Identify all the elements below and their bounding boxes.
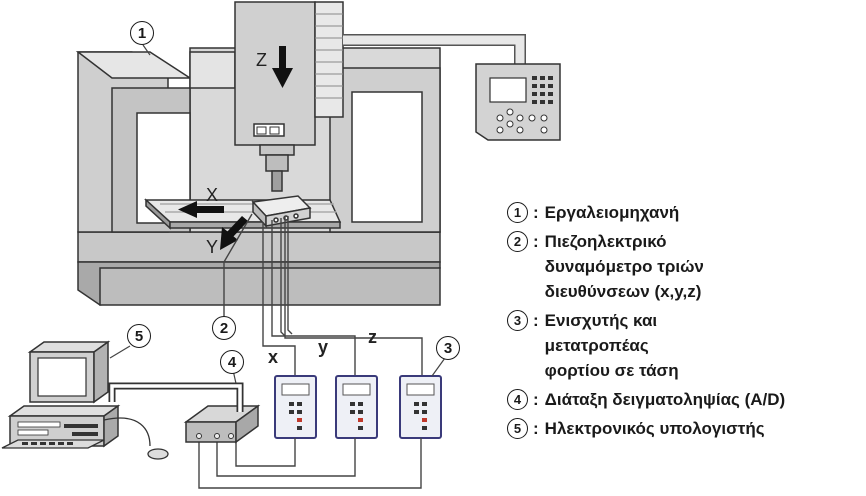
legend-number: 3 [507,310,528,331]
legend-number: 4 [507,389,528,410]
ad-sampling-unit [183,404,261,444]
callout-5: 5 [127,324,151,348]
legend-colon: : [533,419,539,438]
legend-item: 3 : Ενισχυτής και μετατροπέας φορτίου σε… [507,308,866,383]
callout-3: 3 [436,336,460,360]
x-axis-arrow [178,201,224,218]
legend-number: 2 [507,231,528,252]
y-axis-label: Y [206,237,218,257]
legend-text: Ηλεκτρονικός υπολογιστής [544,419,765,438]
legend-item: 4 : Διάταξη δειγματοληψίας (A/D) [507,387,866,412]
x-axis-label: X [206,185,218,205]
legend-number: 1 [507,202,528,223]
legend-text: Ενισχυτής και μετατροπέας φορτίου σε τάσ… [544,311,679,380]
callout-4: 4 [220,350,244,374]
legend-item: 1 : Εργαλειομηχανή [507,200,866,225]
legend: 1 : Εργαλειομηχανή 2 : Πιεζοηλεκτρικό δυ… [507,200,866,445]
charge-amplifier-x [274,375,317,439]
legend-text: Πιεζοηλεκτρικό δυναμόμετρο τριών διευθύν… [544,232,704,301]
charge-amplifier-y [335,375,378,439]
z-axis-arrow [272,46,293,88]
machine-tool [75,1,441,306]
signal-y-label: y [318,337,328,357]
computer [1,340,169,460]
callout-5-leader [109,345,131,359]
z-axis-label: Z [256,50,267,70]
callout-1-leader [142,44,151,56]
legend-colon: : [533,390,539,409]
cnc-controller [343,34,561,141]
legend-colon: : [533,311,539,330]
legend-item: 5 : Ηλεκτρονικός υπολογιστής [507,416,866,441]
callout-1: 1 [130,21,154,45]
legend-text: Διάταξη δειγματοληψίας (A/D) [544,390,786,409]
signal-cables [223,213,423,376]
signal-z-label: z [368,327,377,347]
legend-text: Εργαλειομηχανή [544,203,680,222]
charge-amplifier-z [399,375,442,439]
ad-cables [198,438,422,489]
callout-3-leader [431,357,446,377]
legend-colon: : [533,203,539,222]
legend-number: 5 [507,418,528,439]
legend-colon: : [533,232,539,251]
signal-x-label: x [268,347,278,367]
legend-item: 2 : Πιεζοηλεκτρικό δυναμόμετρο τριών διε… [507,229,866,304]
y-axis-arrow [220,216,248,250]
pc-ad-cable [108,382,244,412]
callout-2: 2 [212,316,236,340]
